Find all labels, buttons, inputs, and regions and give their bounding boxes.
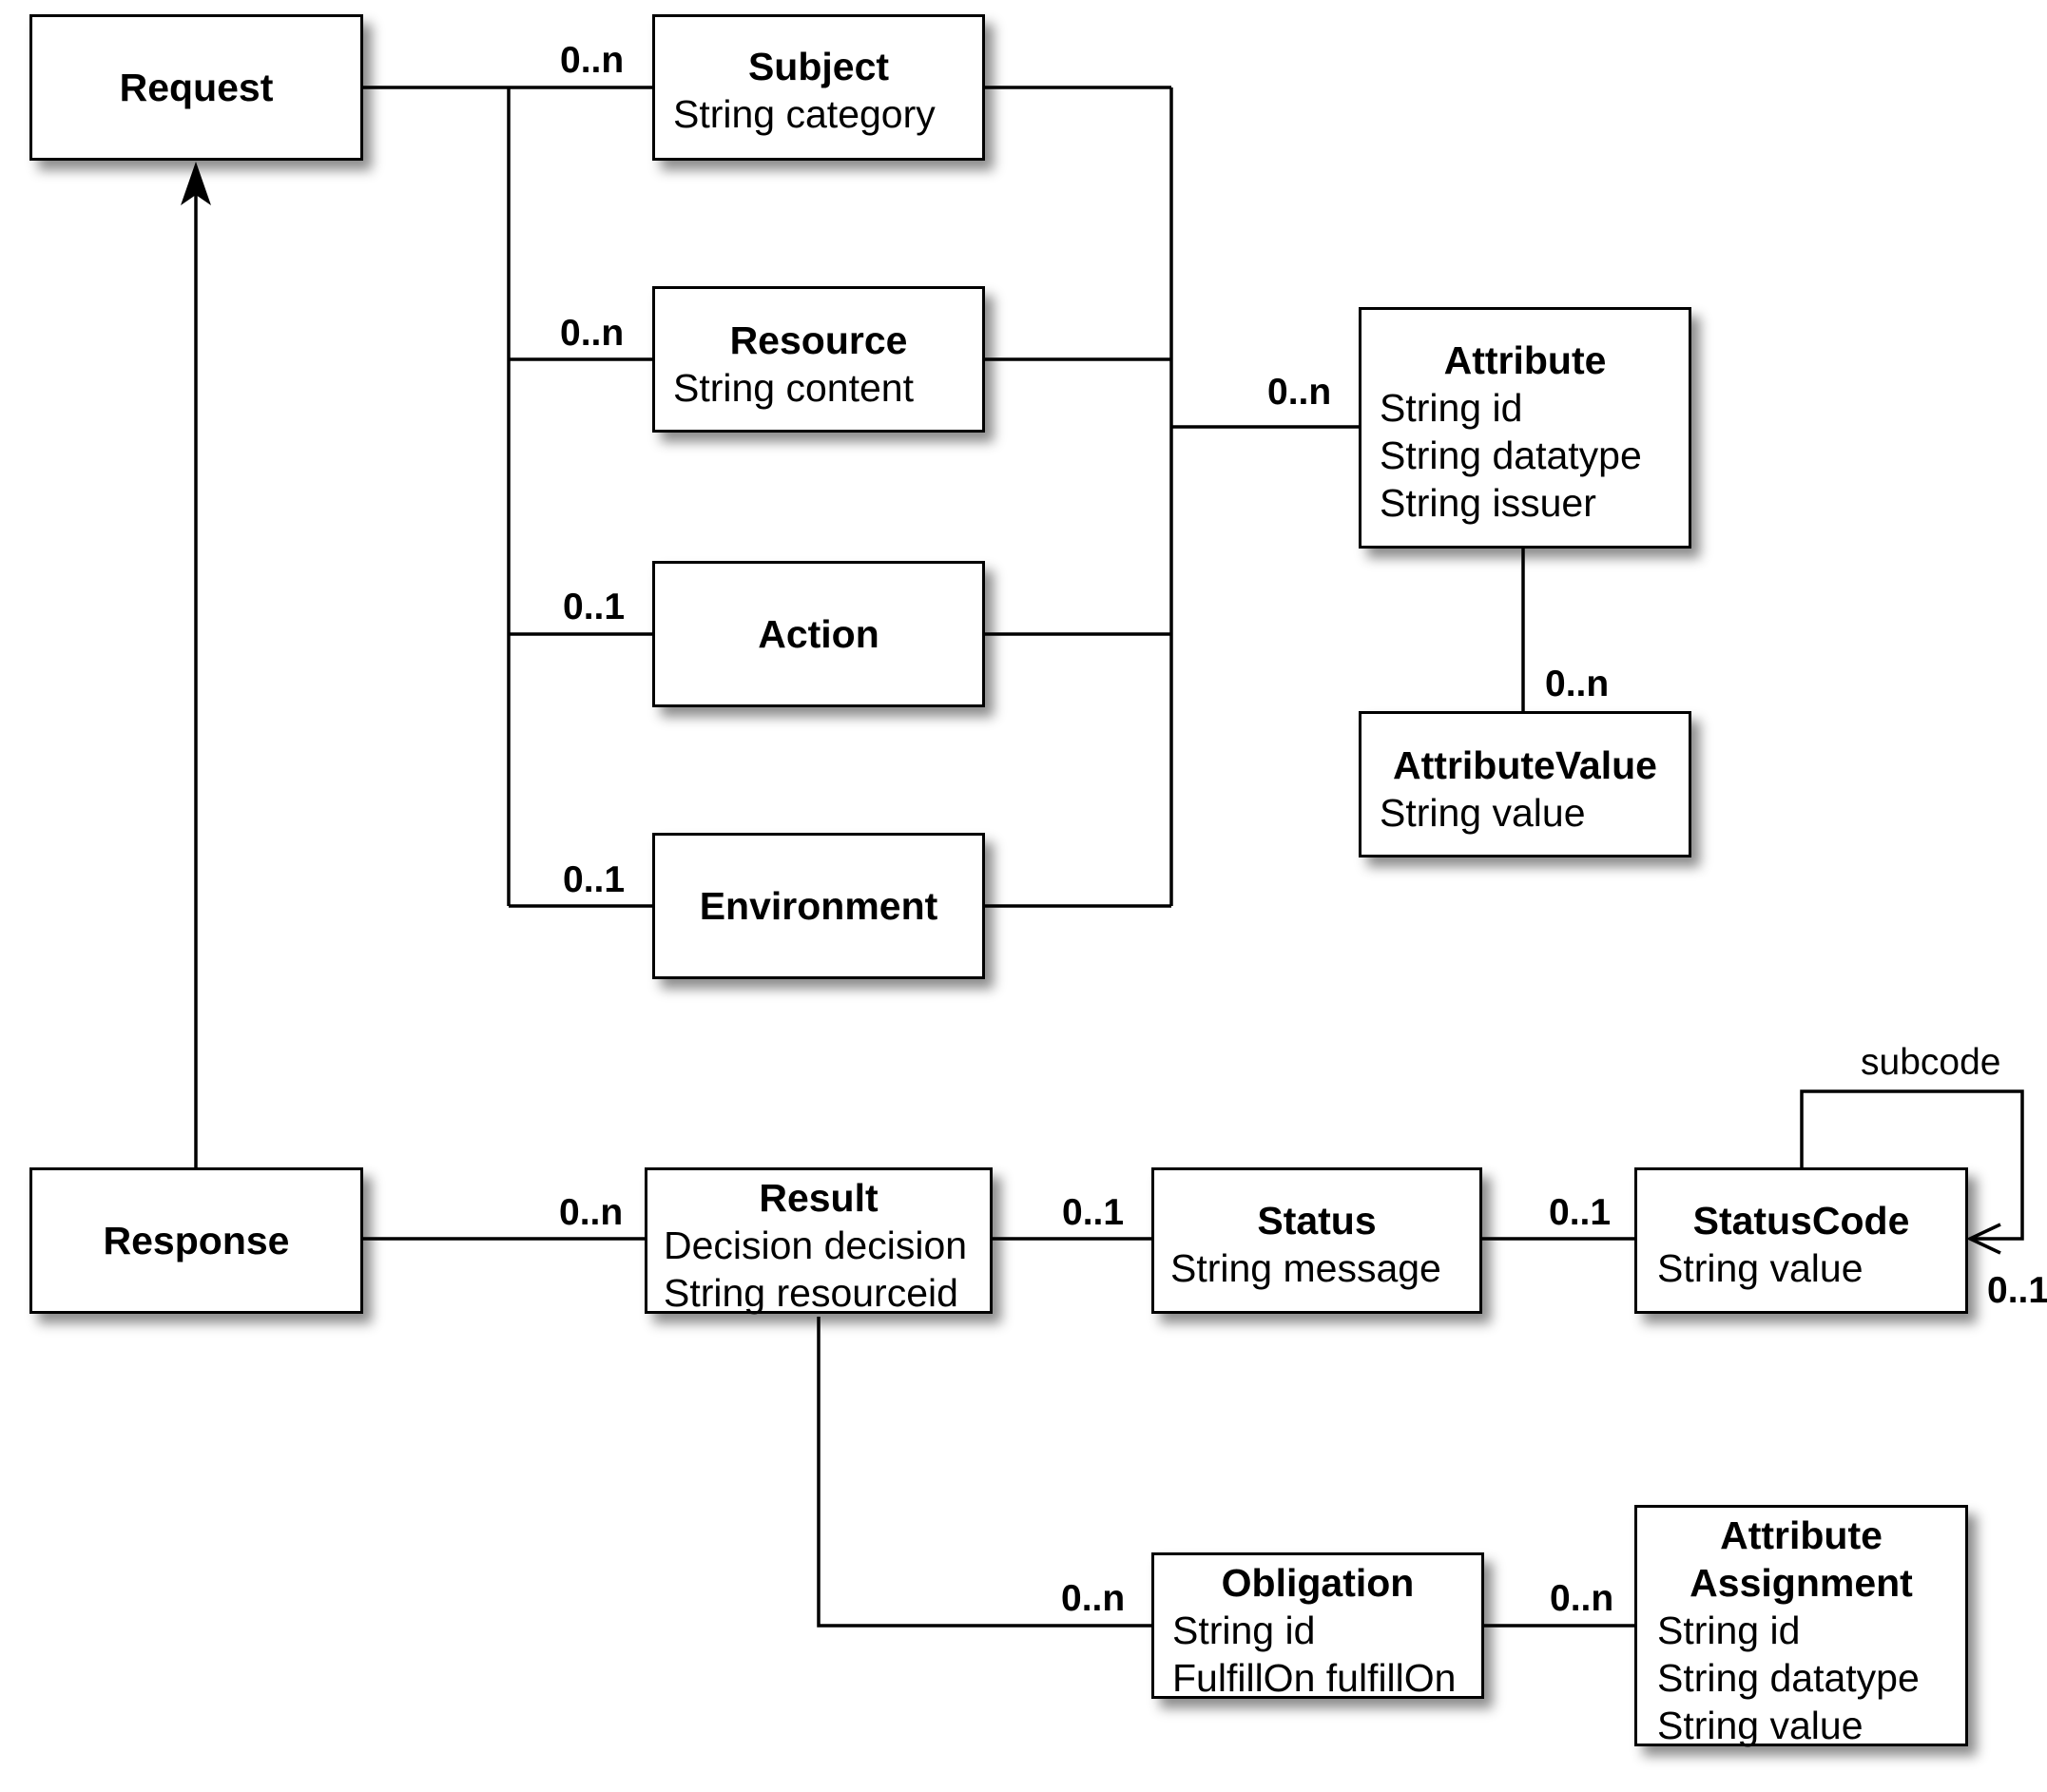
request-class: Request (29, 14, 363, 161)
result-class-name: Result (759, 1176, 879, 1220)
subcode-role-label: subcode (1861, 1042, 2001, 1083)
attributeassignment-name-line-2: Assignment (1690, 1561, 1913, 1605)
action-class: Action (652, 561, 985, 707)
result-class: Result Decision decision String resource… (645, 1167, 993, 1317)
status-class-name: Status (1257, 1199, 1377, 1243)
attribute-class: Attribute String id String datatype Stri… (1359, 307, 1691, 549)
obligation-attribute-fulfillon: FulfillOn fulfillOn (1172, 1656, 1457, 1700)
attribute-attribute-datatype: String datatype (1380, 434, 1642, 477)
request-arrowhead (181, 162, 211, 205)
statuscode-class: StatusCode String value (1634, 1167, 1968, 1314)
subject-attribute: String category (673, 92, 936, 136)
multiplicity-request-subject: 0..n (560, 40, 625, 81)
multiplicity-statuscode-self: 0..1 (1987, 1270, 2047, 1311)
result-attribute-resourceid: String resourceid (664, 1271, 958, 1315)
multiplicity-result-obligation: 0..n (1061, 1578, 1126, 1619)
response-class: Response (29, 1167, 363, 1314)
environment-class-name: Environment (699, 884, 938, 928)
status-attributes: String message (1170, 1244, 1441, 1292)
multiplicity-request-action: 0..1 (563, 587, 626, 627)
obligation-class-name: Obligation (1221, 1561, 1415, 1605)
subcode-open-arrowhead (1965, 1223, 2001, 1255)
response-class-name: Response (103, 1219, 290, 1262)
resource-class: Resource String content (652, 286, 985, 433)
statuscode-attributes: String value (1657, 1244, 1864, 1292)
attributeassignment-attribute-id: String id (1657, 1609, 1801, 1652)
statuscode-attribute: String value (1657, 1246, 1864, 1290)
subject-attributes: String category (673, 90, 936, 138)
attributevalue-attributes: String value (1380, 789, 1586, 837)
attributeassignment-attribute-value: String value (1657, 1704, 1864, 1747)
attribute-class-name: Attribute (1443, 338, 1607, 382)
obligation-attributes: String id FulfillOn fulfillOn (1172, 1607, 1456, 1702)
attributevalue-class: AttributeValue String value (1359, 711, 1691, 857)
attributeassignment-class: Attribute Assignment String id String da… (1634, 1505, 1968, 1749)
multiplicity-result-status: 0..1 (1062, 1192, 1125, 1233)
result-attributes: Decision decision String resourceid (664, 1222, 967, 1317)
multiplicity-status-statuscode: 0..1 (1549, 1192, 1612, 1233)
subcode-loop (1800, 1089, 2024, 1241)
obligation-class: Obligation String id FulfillOn fulfillOn (1151, 1552, 1484, 1702)
multiplicity-to-attribute: 0..n (1267, 372, 1332, 413)
multiplicity-request-resource: 0..n (560, 313, 625, 354)
attributeassignment-attributes: String id String datatype String value (1657, 1607, 1920, 1749)
environment-class: Environment (652, 833, 985, 979)
subject-class: Subject String category (652, 14, 985, 161)
resource-attributes: String content (673, 364, 914, 412)
request-class-name: Request (119, 66, 274, 109)
resource-class-name: Resource (729, 318, 908, 362)
status-attribute: String message (1170, 1246, 1441, 1290)
statuscode-class-name: StatusCode (1692, 1199, 1910, 1243)
result-attribute-decision: Decision decision (664, 1224, 968, 1267)
multiplicity-obligation-assignment: 0..n (1550, 1578, 1614, 1619)
obligation-attribute-id: String id (1172, 1609, 1316, 1652)
attributeassignment-attribute-datatype: String datatype (1657, 1656, 1920, 1700)
attributeassignment-name-line-1: Attribute (1720, 1513, 1883, 1557)
attributeassignment-class-name: Attribute Assignment (1637, 1512, 1965, 1607)
attributevalue-class-name: AttributeValue (1393, 743, 1657, 787)
attributevalue-attribute: String value (1380, 791, 1586, 835)
resource-attribute: String content (673, 366, 914, 410)
multiplicity-request-environment: 0..1 (563, 859, 626, 900)
attribute-attributes: String id String datatype String issuer (1380, 384, 1642, 527)
multiplicity-attribute-value: 0..n (1545, 664, 1610, 704)
result-obligation-connector (817, 1317, 1151, 1628)
multiplicity-response-result: 0..n (559, 1192, 624, 1233)
action-class-name: Action (758, 612, 879, 656)
status-class: Status String message (1151, 1167, 1482, 1314)
attribute-attribute-id: String id (1380, 386, 1523, 430)
subject-class-name: Subject (747, 45, 890, 88)
attribute-attribute-issuer: String issuer (1380, 481, 1596, 525)
